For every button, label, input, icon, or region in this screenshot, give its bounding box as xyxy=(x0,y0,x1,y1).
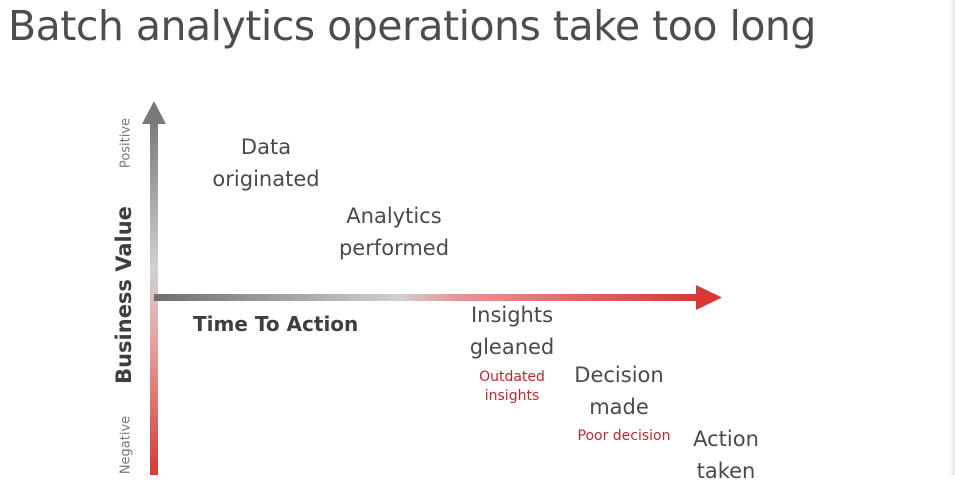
note-line2: insights xyxy=(484,388,540,404)
slide-edge-shadow xyxy=(949,0,955,475)
axes-graphic xyxy=(142,101,722,475)
stage-line2: made xyxy=(589,395,649,419)
stage-line1: Insights xyxy=(470,303,554,327)
stage-line1: Action xyxy=(693,427,759,451)
y-axis-negative-label: Negative xyxy=(118,415,134,475)
stage-line1: Decision xyxy=(574,363,664,387)
stage-data-originated: Data originated xyxy=(212,131,319,195)
note-poor-decision: Poor decision xyxy=(577,428,671,444)
y-axis-positive-label: Positive xyxy=(118,117,134,169)
slide-title: Batch analytics operations take too long xyxy=(8,2,816,50)
y-axis-label: Business Value xyxy=(112,206,136,384)
stage-line2: originated xyxy=(212,167,320,191)
stage-insights-gleaned: Insights gleaned xyxy=(470,299,555,363)
x-axis-line xyxy=(154,294,698,301)
stage-action-taken: Action taken xyxy=(693,423,759,487)
stage-line2: performed xyxy=(338,236,450,260)
stage-decision-made: Decision made xyxy=(574,359,663,423)
x-axis-label: Time To Action xyxy=(193,312,359,336)
stage-line1: Data xyxy=(240,135,292,159)
stage-line2: taken xyxy=(696,459,756,483)
stage-analytics-performed: Analytics performed xyxy=(339,200,449,264)
note-line1: Outdated xyxy=(479,369,545,385)
x-axis-arrowhead xyxy=(696,285,722,310)
stage-line1: Analytics xyxy=(346,204,442,228)
note-outdated-insights: Outdated insights xyxy=(479,368,545,406)
y-axis-arrowhead xyxy=(142,101,166,124)
stage-line2: gleaned xyxy=(469,335,555,359)
